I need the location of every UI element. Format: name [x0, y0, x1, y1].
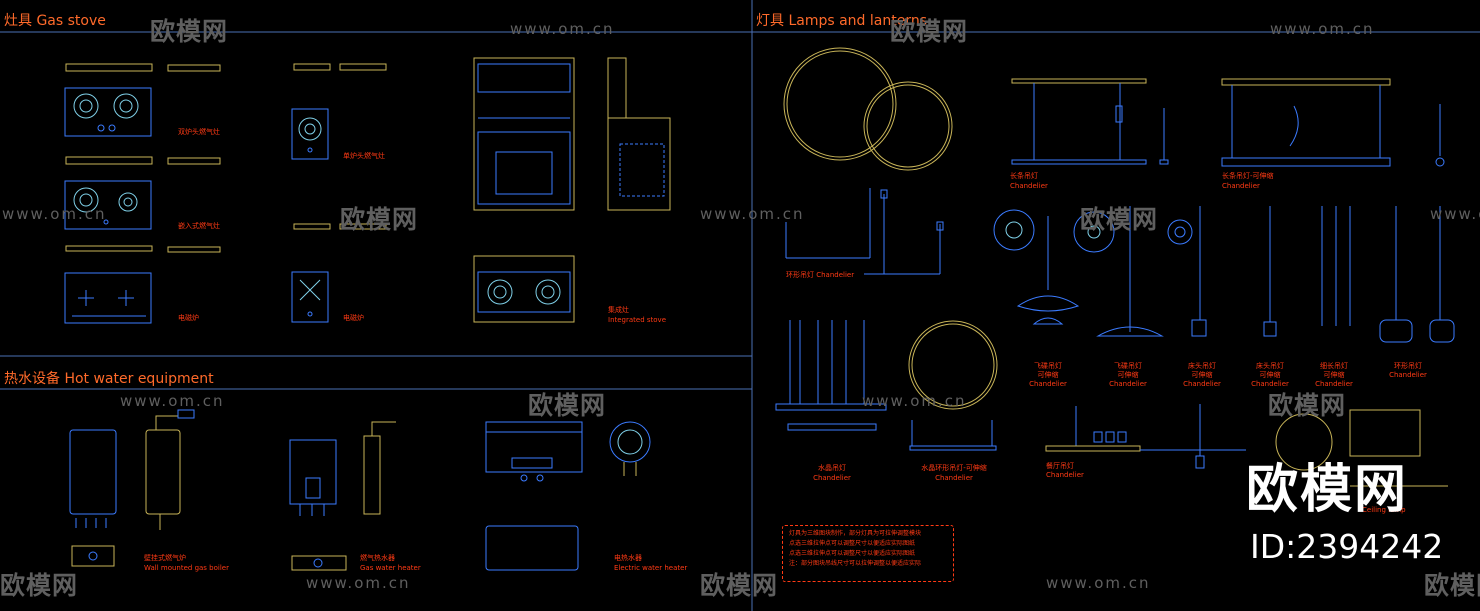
section-title-lamps: 灯具 Lamps and lanterns — [756, 13, 928, 29]
label-electric-en: Electric water heater — [614, 564, 688, 572]
label-ufo-en: Chandelier — [1029, 380, 1067, 388]
label-electric-cn: 电热水器 — [614, 554, 642, 562]
integrated-stove-drawing — [473, 57, 671, 323]
label-ceiling-lamp: Ceiling lamp — [1362, 506, 1406, 514]
label-crystal2-en: Chandelier — [935, 474, 973, 482]
label-chandelier-b-cn: 长条吊灯-可伸缩 — [1222, 172, 1274, 180]
label-dining-en: Chandelier — [1046, 471, 1084, 479]
label-double-gas-stove: 双炉头燃气灶 — [178, 128, 220, 136]
wall-boiler-drawing — [69, 409, 195, 567]
notes-box: 灯具为三维图块制作，部分灯具为可拉伸调整模块 点选三维拉伸点可以调整尺寸以便适应… — [782, 525, 954, 582]
note-line-4: 注：部分图块吊线尺寸可以拉伸调整以便适应实际 — [789, 560, 922, 567]
ufo-lamps-drawing — [993, 206, 1455, 343]
double-gas-stove-drawing — [64, 63, 221, 137]
watermark-logo: 欧模网 — [1424, 571, 1480, 600]
watermark-logo: 欧模网 — [1268, 391, 1347, 420]
label-single-gas-stove: 单炉头燃气灶 — [343, 152, 385, 160]
note-line-1: 灯具为三维图块制作，部分灯具为可拉伸调整模块 — [789, 530, 922, 537]
label-bedside2-cn: 床头吊灯 — [1256, 362, 1284, 370]
label-slim-cn: 细长吊灯 — [1320, 362, 1348, 370]
single-gas-stove-drawing — [291, 63, 387, 230]
watermark-url: www.om.cn — [862, 392, 967, 410]
dining-lamp-drawing — [1045, 404, 1448, 487]
watermark-logo: 欧模网 — [890, 17, 969, 46]
watermark-url: www.om.cn — [120, 392, 225, 410]
note-line-3: 点选三维拉伸点可以调整尺寸以便适应实际图纸 — [789, 550, 916, 557]
gas-heater-drawing — [289, 421, 396, 571]
watermark-logo: 欧模网 — [1080, 205, 1159, 234]
label-crystal2-cn: 水晶环形吊灯-可伸缩 — [921, 464, 987, 472]
label-crystal-cn: 水晶吊灯 — [818, 464, 846, 472]
label-slim-sub: 可伸缩 — [1323, 371, 1345, 379]
watermark-logo: 欧模网 — [528, 391, 607, 420]
brand-logo-text: 欧模网 — [1246, 460, 1409, 520]
label-induction-a: 电磁炉 — [178, 314, 199, 322]
label-dining-cn: 餐厅吊灯 — [1046, 462, 1074, 470]
watermark-logo: 欧模网 — [700, 571, 779, 600]
label-ufo2-en: Chandelier — [1109, 380, 1147, 388]
watermark-url: www.om.cn — [510, 20, 615, 38]
watermark-url: www.om.cn — [1046, 574, 1151, 592]
brand-id: ID:2394242 — [1250, 527, 1444, 566]
label-heater-en: Gas water heater — [360, 564, 421, 572]
label-boiler-en: Wall mounted gas boiler — [144, 564, 229, 572]
label-bedside-cn: 床头吊灯 — [1188, 362, 1216, 370]
watermark-url: www.om.cn — [1430, 205, 1480, 223]
label-bedside-en: Chandelier — [1183, 380, 1221, 388]
label-ufo2-sub: 可伸缩 — [1117, 371, 1139, 379]
label-induction-b: 电磁炉 — [343, 314, 364, 322]
label-ring2-cn: 环形吊灯 — [1394, 362, 1422, 370]
watermark-url: www.om.cn — [2, 205, 107, 223]
label-crystal-en: Chandelier — [813, 474, 851, 482]
label-bedside2-en: Chandelier — [1251, 380, 1289, 388]
crystal-chandelier-drawing — [775, 320, 998, 451]
label-heater-cn: 燃气热水器 — [360, 554, 395, 562]
label-chandelier-a-en: Chandelier — [1010, 182, 1048, 190]
electric-heater-drawing — [485, 421, 651, 571]
label-ufo-cn: 飞碟吊灯 — [1034, 362, 1062, 370]
watermark-logo: 欧模网 — [0, 571, 79, 600]
note-line-2: 点选三维拉伸点可以调整尺寸以便适应实际图纸 — [789, 540, 916, 547]
label-chandelier-a-cn: 长条吊灯 — [1010, 172, 1038, 180]
single-induction-drawing — [291, 271, 329, 323]
watermark-url: www.om.cn — [306, 574, 411, 592]
induction-cooker-drawing — [64, 245, 221, 324]
ring-pendant-drawing — [783, 47, 953, 171]
ring-chandelier-drawing — [785, 188, 944, 275]
linear-chandelier-2-drawing — [1221, 78, 1445, 167]
label-embedded-gas-stove: 嵌入式燃气灶 — [178, 222, 220, 230]
linear-chandelier-drawing — [1011, 78, 1169, 165]
watermark-url: www.om.cn — [1270, 20, 1375, 38]
label-bedside-sub: 可伸缩 — [1191, 371, 1213, 379]
section-title-gas-stove: 灶具 Gas stove — [4, 13, 106, 29]
label-integrated-cn: 集成灶 — [608, 306, 629, 314]
label-chandelier-b-en: Chandelier — [1222, 182, 1260, 190]
label-bedside2-sub: 可伸缩 — [1259, 371, 1281, 379]
section-title-hot-water: 热水设备 Hot water equipment — [4, 371, 214, 387]
label-integrated-en: Integrated stove — [608, 316, 667, 324]
watermark-logo: 欧模网 — [150, 17, 229, 46]
watermark-logo: 欧模网 — [340, 205, 419, 234]
watermark-url: www.om.cn — [700, 205, 805, 223]
embedded-gas-stove-drawing — [64, 156, 221, 230]
label-boiler-cn: 壁挂式燃气炉 — [144, 554, 186, 562]
label-ring-chandelier: 环形吊灯 Chandelier — [786, 271, 855, 279]
label-ring2-en: Chandelier — [1389, 371, 1427, 379]
label-slim-en: Chandelier — [1315, 380, 1353, 388]
label-ufo-sub: 可伸缩 — [1037, 371, 1059, 379]
label-ufo2-cn: 飞碟吊灯 — [1114, 362, 1142, 370]
